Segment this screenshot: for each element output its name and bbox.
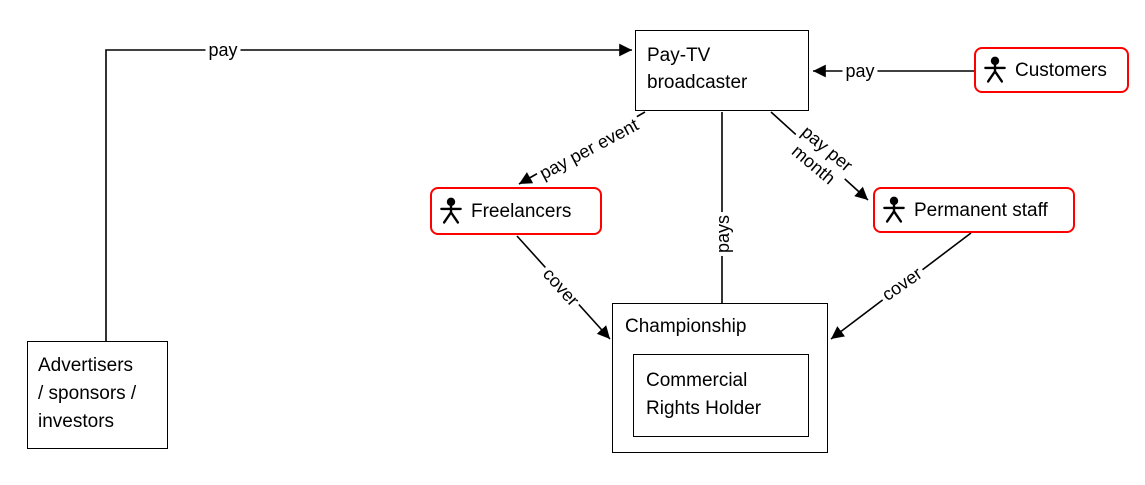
person-icon xyxy=(984,56,1006,83)
freelancers-node[interactable]: Freelancers xyxy=(430,187,602,235)
pay-tv-broadcaster-node[interactable]: Pay-TV broadcaster xyxy=(635,30,809,111)
championship-node[interactable]: Championship Commercial Rights Holder xyxy=(612,303,828,453)
pay-tv-broadcaster-label-line1: Pay-TV xyxy=(647,45,711,66)
commercial-rights-holder-node[interactable]: Commercial Rights Holder xyxy=(633,354,809,437)
advertisers-label-line1: Advertisers xyxy=(38,355,134,376)
person-icon xyxy=(883,196,905,223)
edge-label-pay-advertisers: pay xyxy=(205,40,241,60)
championship-label: Championship xyxy=(625,316,747,337)
crh-label-line2: Rights Holder xyxy=(646,398,762,419)
pay-tv-broadcaster-label-line2: broadcaster xyxy=(647,72,748,93)
freelancers-label: Freelancers xyxy=(471,200,572,222)
edge-label-pay-customers: pay xyxy=(842,61,878,81)
advertisers-label-line2: / sponsors / xyxy=(38,383,137,404)
permanent-staff-node[interactable]: Permanent staff xyxy=(873,187,1075,233)
edge-label-pays: pays xyxy=(713,211,733,257)
advertisers-label-line3: investors xyxy=(38,411,115,432)
edge-advertisers-to-broadcaster xyxy=(105,43,632,341)
customers-node[interactable]: Customers xyxy=(974,47,1129,93)
permanent-staff-label: Permanent staff xyxy=(914,199,1048,221)
customers-label: Customers xyxy=(1015,59,1107,81)
advertisers-node[interactable]: Advertisers / sponsors / investors xyxy=(27,341,168,449)
person-icon xyxy=(440,197,462,224)
crh-label-line1: Commercial xyxy=(646,370,748,391)
